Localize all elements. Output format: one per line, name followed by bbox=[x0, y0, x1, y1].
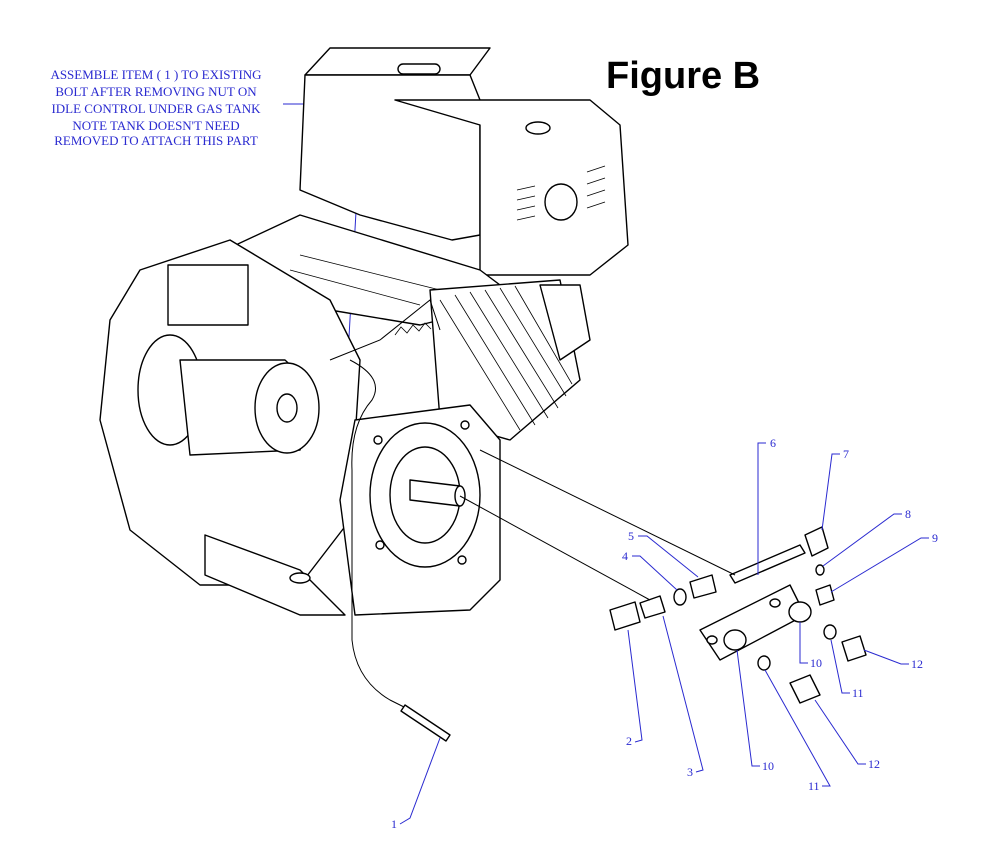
engine-drawing bbox=[99, 47, 629, 616]
muffler-guard bbox=[394, 99, 629, 276]
air-cleaner-body bbox=[299, 74, 481, 241]
callout-8: 8 bbox=[905, 507, 911, 521]
leader-7 bbox=[821, 453, 840, 531]
threaded-sleeve bbox=[639, 595, 666, 619]
leader-12-upper bbox=[863, 649, 909, 665]
cylinder-block bbox=[429, 279, 581, 441]
leader-6 bbox=[757, 442, 766, 575]
starter-motor-shaft bbox=[276, 393, 298, 423]
flange-bolt-1 bbox=[373, 435, 383, 445]
note-line-5: REMOVED TO ATTACH THIS PART bbox=[54, 133, 258, 148]
callout-4: 4 bbox=[622, 549, 628, 563]
air-cleaner-slot bbox=[397, 63, 441, 75]
note-line-2: BOLT AFTER REMOVING NUT ON bbox=[55, 84, 257, 99]
cable-end-fitting bbox=[400, 704, 451, 742]
engine-base-foot bbox=[204, 534, 346, 616]
cylinder-fins bbox=[439, 285, 573, 431]
leader-2 bbox=[627, 629, 643, 743]
figure-title: Figure B bbox=[606, 55, 760, 97]
callout-11-upper: 11 bbox=[852, 686, 864, 700]
base-mount-hole bbox=[289, 572, 311, 584]
mount-plate bbox=[699, 584, 806, 661]
spark-plug-boot bbox=[539, 284, 591, 361]
bolt-12-right bbox=[841, 635, 867, 662]
washer-4 bbox=[673, 588, 687, 606]
cable-line bbox=[349, 359, 411, 711]
elbow-fitting-7 bbox=[804, 526, 829, 557]
throttle-bracket-assembly bbox=[459, 449, 867, 704]
leader-4 bbox=[632, 555, 678, 591]
callout-labels: 1 2 3 4 5 6 7 8 9 10 10 11 11 12 12 bbox=[391, 436, 938, 831]
callout-6: 6 bbox=[770, 436, 776, 450]
leader-10-lower bbox=[736, 649, 760, 767]
nut-9 bbox=[815, 584, 835, 606]
leader-8 bbox=[822, 513, 902, 567]
leader-11-upper bbox=[830, 639, 850, 694]
tank-edge-lines bbox=[289, 254, 441, 306]
callout-3: 3 bbox=[687, 765, 693, 779]
nut-5 bbox=[689, 574, 717, 599]
plate-hole-left bbox=[706, 635, 718, 645]
washer-10-left bbox=[723, 629, 747, 651]
callout-5: 5 bbox=[628, 529, 634, 543]
spacer-rod bbox=[729, 544, 806, 584]
flange-bolt-2 bbox=[460, 420, 470, 430]
callout-10-lower: 10 bbox=[762, 759, 774, 773]
air-cleaner-top bbox=[304, 47, 491, 76]
muffler-cap bbox=[525, 121, 551, 135]
leader-12-lower bbox=[814, 699, 866, 765]
callout-11-lower: 11 bbox=[808, 779, 820, 793]
note-line-3: IDLE CONTROL UNDER GAS TANK bbox=[51, 101, 261, 116]
leader-3 bbox=[662, 615, 704, 773]
callout-7: 7 bbox=[843, 447, 849, 461]
leader-5 bbox=[638, 535, 699, 578]
callout-9: 9 bbox=[932, 531, 938, 545]
lockwasher-11-left bbox=[757, 655, 771, 671]
callout-2: 2 bbox=[626, 734, 632, 748]
lockwasher-11-right bbox=[823, 624, 837, 640]
callout-1: 1 bbox=[391, 817, 397, 831]
muffler-outlet bbox=[544, 183, 578, 221]
leader-1 bbox=[399, 737, 441, 825]
callout-12-lower: 12 bbox=[868, 757, 880, 771]
callout-12-upper: 12 bbox=[911, 657, 923, 671]
flange-bolt-4 bbox=[457, 555, 467, 565]
assembly-note: ASSEMBLE ITEM ( 1 ) TO EXISTING BOLT AFT… bbox=[50, 67, 363, 356]
bolt-12-left bbox=[789, 674, 821, 704]
callout-10-upper: 10 bbox=[810, 656, 822, 670]
flange-bolt-3 bbox=[375, 540, 385, 550]
muffler-vents bbox=[516, 165, 606, 221]
note-line-4: NOTE TANK DOESN'T NEED bbox=[72, 118, 239, 133]
governor-linkage bbox=[329, 299, 441, 361]
leader-10-upper bbox=[799, 622, 808, 664]
governor-spring bbox=[394, 322, 432, 336]
leader-11-lower bbox=[764, 669, 831, 787]
alignment-line-rod bbox=[479, 449, 736, 576]
recoil-cover-block bbox=[167, 264, 249, 326]
note-line-1: ASSEMBLE ITEM ( 1 ) TO EXISTING bbox=[50, 67, 261, 82]
throttle-cable bbox=[349, 359, 451, 742]
washer-10-right bbox=[788, 601, 812, 623]
leader-9 bbox=[830, 537, 929, 593]
nut-8 bbox=[815, 564, 825, 576]
alignment-line-shaft bbox=[459, 495, 651, 601]
adjuster-nut bbox=[609, 601, 641, 631]
plate-hole-right bbox=[769, 598, 781, 608]
